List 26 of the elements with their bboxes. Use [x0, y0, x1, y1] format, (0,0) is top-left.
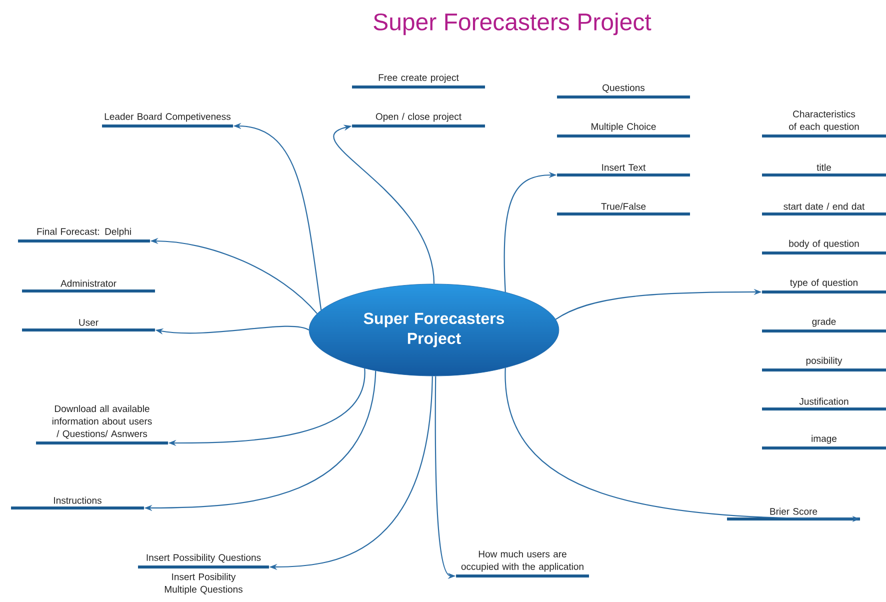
topic-label: Download all available information about users / Questions/ Asnwers — [36, 405, 168, 444]
topic-label: start date / end dat — [762, 202, 886, 216]
topic-label: Insert Possibility Questions Insert Posibility Multiple Questions — [138, 554, 269, 595]
topic-label: Insert Text — [557, 164, 690, 176]
topic-label: posibility — [762, 356, 886, 372]
topic-label: Administrator — [22, 280, 155, 292]
topic-label: True/False — [557, 202, 690, 216]
title: Super Forecasters Project — [374, 12, 652, 36]
topic-label: Multiple Choice — [557, 122, 690, 138]
topic-label: How much users are occupied with the application — [456, 550, 589, 578]
topic-label: User — [22, 319, 155, 332]
topic-label: image — [762, 434, 886, 450]
topic-label: Brier Score — [727, 508, 860, 520]
topic-label: type of question — [762, 278, 886, 294]
topic-label: Open / close project — [352, 112, 485, 128]
topic-label: grade — [762, 318, 886, 332]
arrow — [333, 124, 435, 284]
topic-label: Free create project — [352, 74, 485, 88]
topic-label: body of question — [762, 240, 886, 254]
topic-label: Justification — [762, 398, 886, 410]
topic-label: Final Forecast: Delphi — [18, 228, 150, 242]
topic-label: Questions — [557, 84, 690, 98]
topic-label: Characteristics of each question — [762, 110, 886, 138]
topic-label: Leader Board Competiveness — [102, 112, 233, 128]
topic-label: title — [762, 164, 886, 176]
topic-label: Instructions — [11, 496, 144, 510]
